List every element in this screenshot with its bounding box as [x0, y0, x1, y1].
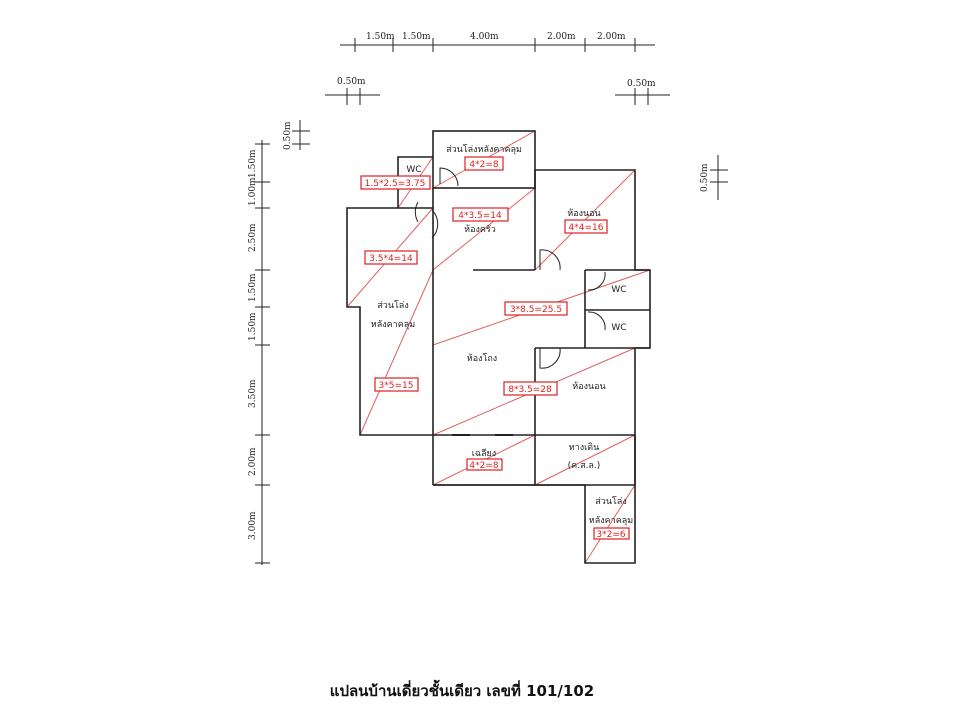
area-living: 3*8.5=25.5: [510, 305, 562, 315]
room-storage-bottom-2: หลังคาคลุม: [589, 516, 633, 526]
room-wc-3: WC: [611, 323, 626, 333]
area-porch: 4*2=8: [469, 461, 498, 471]
dim-left-2: 1.00m: [248, 177, 258, 206]
area-wc-1: 1.5*2.5=3.75: [365, 179, 426, 189]
dim-left-7: 2.00m: [248, 447, 258, 476]
area-kitchen: 4*3.5=14: [458, 211, 502, 221]
dim-left-5: 1.50m: [248, 312, 258, 341]
room-storage-top: ส่วนโล่งหลังคาคลุม: [446, 144, 522, 155]
room-storage-left-2: หลังคาคลุม: [371, 320, 415, 330]
plan-title: แปลนบ้านเดี่ยวชั้นเดียว เลขที่ 101/102: [330, 679, 594, 700]
area-bedroom-1: 4*4=16: [569, 223, 604, 233]
dim-top-4: 2.00m: [547, 32, 576, 42]
room-wc-1: WC: [406, 165, 421, 175]
dim-top-5: 2.00m: [597, 32, 626, 42]
room-walkway-1: ทางเดิน: [569, 442, 599, 453]
left-dimensions: 0.50m 0.50m 1.50m 1.00m 2.50m 1.50m 1.50…: [248, 120, 728, 565]
area-storage-bottom: 3*2=6: [596, 530, 625, 540]
dim-top-2: 1.50m: [402, 32, 431, 42]
dim-left-4: 1.50m: [248, 273, 258, 302]
room-porch: เฉลียง: [472, 448, 496, 459]
dim-left-1: 1.50m: [248, 149, 258, 178]
area-bedroom-2: 8*3.5=28: [508, 385, 552, 395]
room-bedroom-2: ห้องนอน: [572, 381, 605, 392]
dim-top-1: 1.50m: [366, 32, 395, 42]
dim-offset-right: 0.50m: [627, 79, 656, 89]
room-kitchen: ห้องครัว: [464, 224, 496, 235]
dim-left-8: 3.00m: [248, 511, 258, 540]
room-storage-left-1: ส่วนโล่ง: [377, 300, 408, 311]
doors: [414, 167, 606, 436]
dim-left-3: 2.50m: [248, 223, 258, 252]
room-walkway-2: (ค.ส.ล.): [568, 461, 601, 471]
area-labels: 4*2=8 1.5*2.5=3.75 4*3.5=14 4*4=16 3.5*4…: [360, 156, 630, 540]
dim-offset-left: 0.50m: [337, 77, 366, 87]
walls: [346, 130, 651, 564]
room-bedroom-1: ห้องนอน: [567, 208, 600, 219]
dim-left-6: 3.50m: [248, 379, 258, 408]
room-wc-2: WC: [611, 285, 626, 295]
area-left-lower: 3*5=15: [379, 381, 414, 391]
area-left-upper: 3.5*4=14: [369, 254, 413, 264]
room-living: ห้องโถง: [467, 353, 497, 364]
dim-offset-vleft: 0.50m: [283, 121, 293, 150]
top-dimensions: 1.50m 1.50m 4.00m 2.00m 2.00m 0.50m 0.50…: [325, 32, 670, 105]
area-storage-top: 4*2=8: [469, 160, 498, 170]
dim-offset-vright: 0.50m: [700, 163, 710, 192]
dim-top-3: 4.00m: [470, 32, 499, 42]
room-storage-bottom-1: ส่วนโล่ง: [595, 496, 626, 507]
